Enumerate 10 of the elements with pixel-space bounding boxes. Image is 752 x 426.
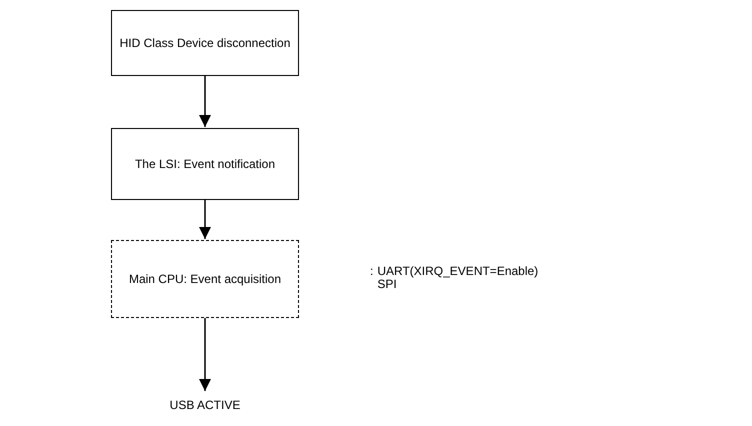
- arrow: [199, 76, 211, 127]
- process-box: Main CPU: Event acquisition: [111, 240, 299, 318]
- interface-note: SPI: [377, 278, 397, 291]
- arrow: [199, 318, 211, 391]
- interface-note: UART(XIRQ_EVENT=Enable): [377, 265, 538, 278]
- interface-note: :: [370, 265, 374, 278]
- process-box: HID Class Device disconnection: [111, 10, 299, 76]
- status-label: USB ACTIVE: [150, 392, 260, 418]
- arrow: [199, 200, 211, 239]
- process-box: The LSI: Event notification: [111, 128, 299, 200]
